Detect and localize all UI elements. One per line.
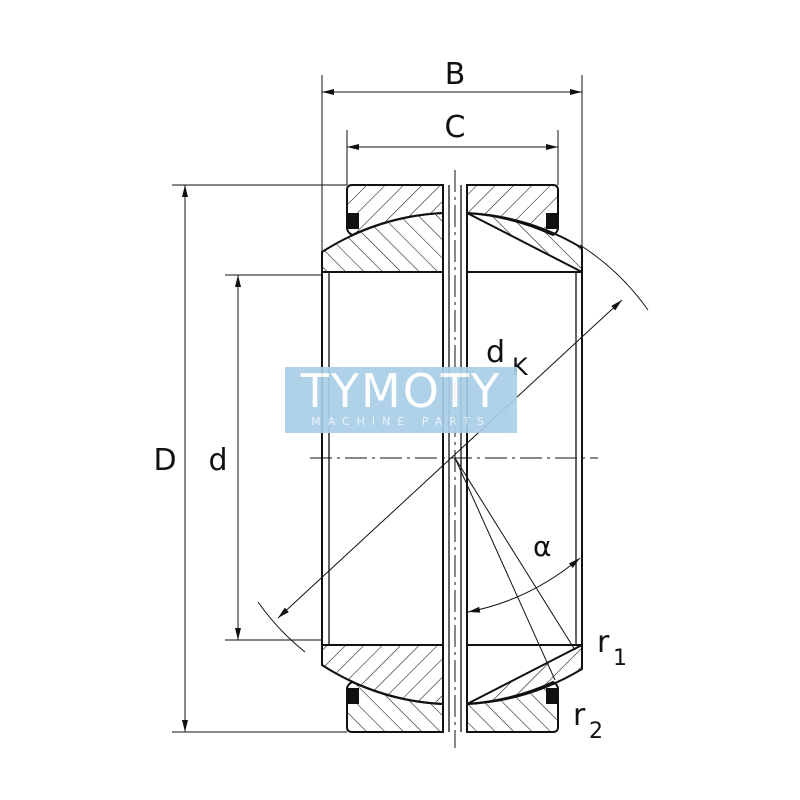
label-r2-subscript: 2 xyxy=(589,719,603,744)
sphere-arc-top xyxy=(579,244,649,311)
dim-alpha xyxy=(467,557,581,613)
tilt-line-1 xyxy=(454,457,576,651)
inner-ring-right xyxy=(466,212,583,274)
label-B: B xyxy=(445,57,466,92)
label-dK: d xyxy=(486,335,505,370)
watermark-subtitle: MACHINE PARTS xyxy=(311,415,491,428)
watermark-title: TYMOTY xyxy=(300,364,502,418)
dimension-lines xyxy=(172,75,649,733)
label-r1: r xyxy=(597,625,610,660)
dim-dK xyxy=(277,299,623,619)
tilt-line-2 xyxy=(454,457,556,681)
watermark: TYMOTY MACHINE PARTS xyxy=(285,364,517,433)
label-d: d xyxy=(208,443,227,478)
label-C: C xyxy=(445,110,466,145)
label-r2: r xyxy=(573,698,586,733)
seal-right xyxy=(546,213,557,229)
label-r1-subscript: 1 xyxy=(613,646,627,671)
label-D: D xyxy=(153,443,176,478)
seal-left xyxy=(348,213,359,229)
inner-ring-left xyxy=(321,211,444,273)
bearing-upper-section xyxy=(321,184,583,274)
label-alpha: α xyxy=(533,530,551,563)
sphere-arc-bottom xyxy=(257,601,306,653)
